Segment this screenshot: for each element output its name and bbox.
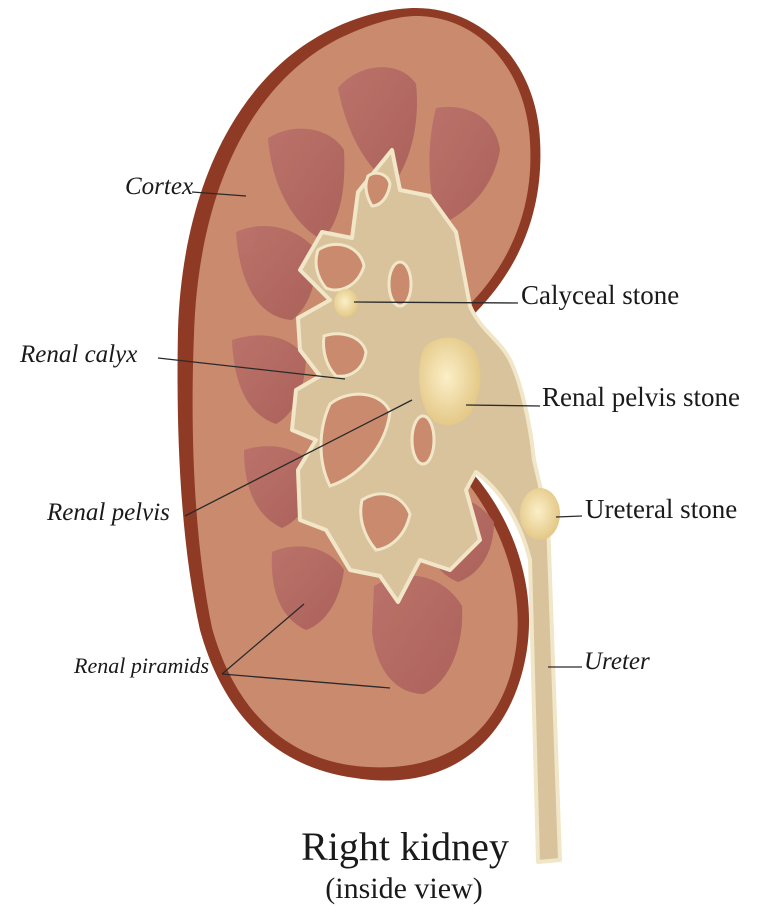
label-renal-calyx: Renal calyx	[19, 341, 137, 368]
label-calyceal-stone: Calyceal stone	[521, 280, 679, 310]
label-renal-pelvis-stone: Renal pelvis stone	[542, 382, 740, 412]
label-ureter: Ureter	[584, 648, 650, 675]
diagram-subtitle: (inside view)	[325, 872, 482, 905]
diagram-title: Right kidney	[301, 824, 509, 869]
label-cortex: Cortex	[125, 173, 193, 200]
calyceal-stone	[334, 289, 358, 317]
ureteral-stone	[520, 488, 560, 540]
label-renal-piramids: Renal piramids	[73, 653, 209, 678]
label-ureteral-stone: Ureteral stone	[585, 494, 737, 524]
label-renal-pelvis: Renal pelvis	[46, 499, 170, 526]
renal-column	[412, 416, 434, 464]
renal-column	[389, 262, 411, 306]
